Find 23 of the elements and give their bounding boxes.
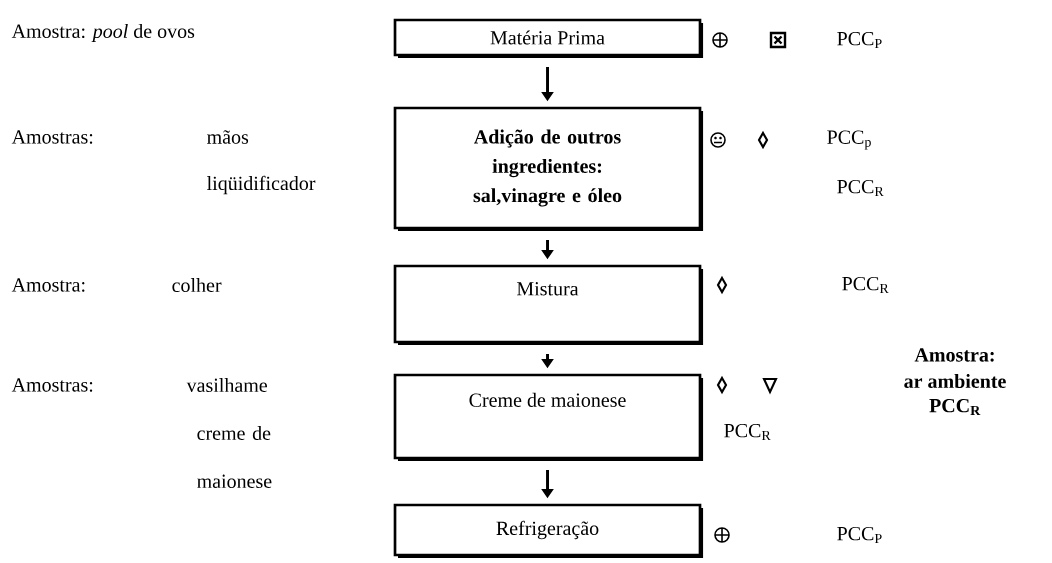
- label: creme de maionese: [197, 425, 272, 488]
- process-box: Mistura: [393, 264, 704, 346]
- label: mãos: [207, 130, 249, 144]
- label: PCC$_{P}$: [837, 526, 882, 544]
- label: PCC$_{p}$: [827, 130, 871, 150]
- label: Amostras:: [11, 130, 93, 144]
- process-box: Refrigeração: [393, 503, 704, 559]
- process-box: Matéria Prima: [393, 18, 704, 59]
- label: colher: [172, 277, 222, 292]
- label: PCC$_{R}$: [837, 179, 884, 197]
- label: PCC$_{R}$: [929, 398, 981, 416]
- label: Amostra:: [914, 348, 994, 362]
- label: PCC$_{R}$: [842, 276, 889, 294]
- label: ar ambiente: [904, 373, 1006, 388]
- label: PCC$_{P}$: [837, 31, 882, 49]
- process-box: Creme de maionese: [393, 373, 704, 462]
- label: PCC$_{R}$: [724, 423, 771, 441]
- label: Amostras:: [11, 378, 93, 392]
- label: Amostra:: [11, 278, 85, 292]
- process-box: Adição de outros ingredientes: sal,vinagre e óleo: [393, 106, 704, 232]
- label: liqüidificador: [207, 175, 316, 195]
- label: Amostra: pool de ovos: [11, 23, 195, 43]
- label: vasilhame: [186, 377, 267, 392]
